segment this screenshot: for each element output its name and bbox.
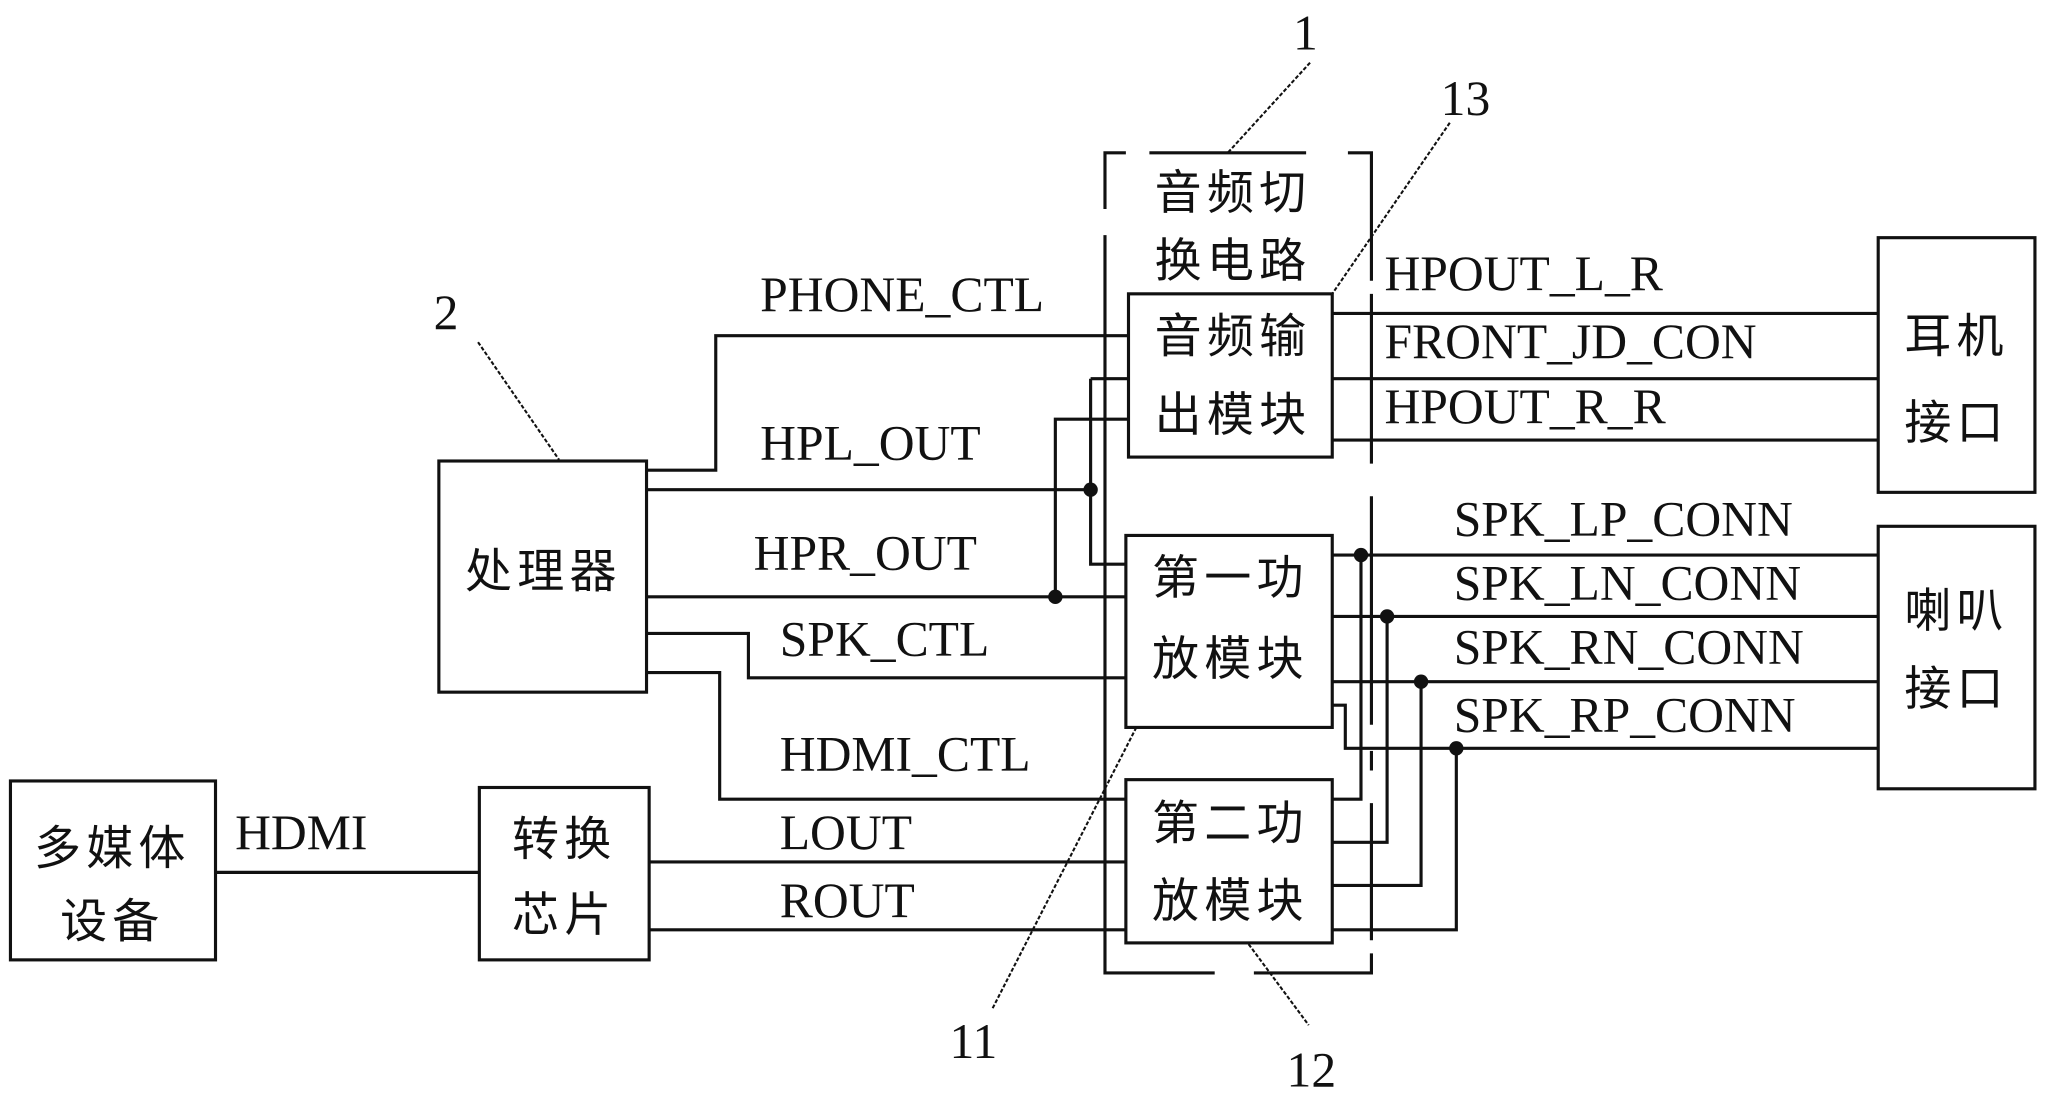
label-audio-switch-circuit: 音频切 换电路 [1155, 166, 1312, 289]
ref-2: 2 [434, 285, 459, 340]
svg-text:接口: 接口 [1904, 396, 2008, 451]
wire-spk-rp-conn [1332, 703, 1879, 750]
svg-text:转换: 转换 [512, 812, 616, 867]
label-spk-rn-conn: SPK_RN_CONN [1454, 619, 1804, 674]
label-spk-rp-conn: SPK_RP_CONN [1454, 687, 1796, 742]
label-spk-ctl: SPK_CTL [780, 612, 990, 667]
svg-text:第二功: 第二功 [1152, 797, 1309, 852]
ref-1: 1 [1293, 6, 1318, 61]
ref-12: 12 [1287, 1043, 1337, 1097]
svg-text:设备: 设备 [60, 895, 164, 950]
label-spk-ln-conn: SPK_LN_CONN [1454, 555, 1801, 610]
label-hdmi-ctl: HDMI_CTL [780, 727, 1031, 782]
ref-11: 11 [950, 1014, 998, 1069]
block-processor: 处理器 [437, 459, 649, 694]
block-second-amplifier: 第二功 放模块 [1124, 778, 1334, 945]
label-hpl-out: HPL_OUT [760, 416, 980, 471]
svg-text:多媒体: 多媒体 [34, 822, 191, 877]
svg-text:第一功: 第一功 [1152, 551, 1309, 606]
block-converter-chip: 转换 芯片 [477, 785, 651, 962]
signal-labels: HDMI PHONE_CTL HPL_OUT HPR_OUT SPK_CTL H… [235, 246, 1804, 928]
svg-text:喇叭: 喇叭 [1904, 584, 2008, 639]
junction-dot [1048, 589, 1063, 605]
wires [215, 311, 1879, 932]
wire-phone-ctl [646, 334, 1129, 472]
junction-dots [1048, 482, 1464, 756]
svg-text:芯片: 芯片 [512, 888, 616, 943]
label-hpout-r-r: HPOUT_R_R [1384, 379, 1666, 434]
junction-dot [1379, 609, 1395, 624]
junction-dot [1353, 547, 1369, 563]
block-multimedia-device: 多媒体 设备 [8, 779, 218, 962]
wire-hdmi-ctl [646, 670, 1126, 801]
ref-13: 13 [1441, 71, 1491, 126]
svg-text:放模块: 放模块 [1152, 632, 1309, 687]
wire-spk-ctl [646, 631, 1126, 680]
svg-text:出模块: 出模块 [1155, 388, 1312, 443]
junction-dot [1449, 741, 1464, 756]
label-spk-lp-conn: SPK_LP_CONN [1454, 491, 1793, 546]
label-hpr-out: HPR_OUT [754, 525, 977, 580]
label-rout: ROUT [780, 873, 915, 928]
junction-dot [1083, 482, 1098, 497]
block-speaker-interface: 喇叭 接口 [1876, 524, 2037, 791]
svg-text:放模块: 放模块 [1152, 874, 1309, 929]
svg-text:音频输: 音频输 [1155, 310, 1312, 365]
block-audio-output-module: 音频输 出模块 [1126, 292, 1334, 459]
svg-text:换电路: 换电路 [1155, 234, 1312, 289]
label-hpout-l-r: HPOUT_L_R [1384, 246, 1663, 301]
junction-dot [1413, 674, 1429, 689]
label-phone-ctl: PHONE_CTL [760, 267, 1044, 322]
block-first-amplifier: 第一功 放模块 [1124, 533, 1334, 729]
svg-text:耳机: 耳机 [1904, 310, 2008, 365]
svg-text:处理器: 处理器 [465, 545, 622, 600]
label-front-jd-con: FRONT_JD_CON [1384, 314, 1756, 369]
svg-text:音频切: 音频切 [1155, 166, 1312, 221]
label-lout: LOUT [780, 805, 912, 860]
svg-text:接口: 接口 [1904, 662, 2008, 717]
block-headphone-interface: 耳机 接口 [1876, 236, 2037, 494]
reference-numerals: 1 2 13 11 12 [434, 6, 1491, 1097]
label-hdmi: HDMI [235, 805, 367, 860]
